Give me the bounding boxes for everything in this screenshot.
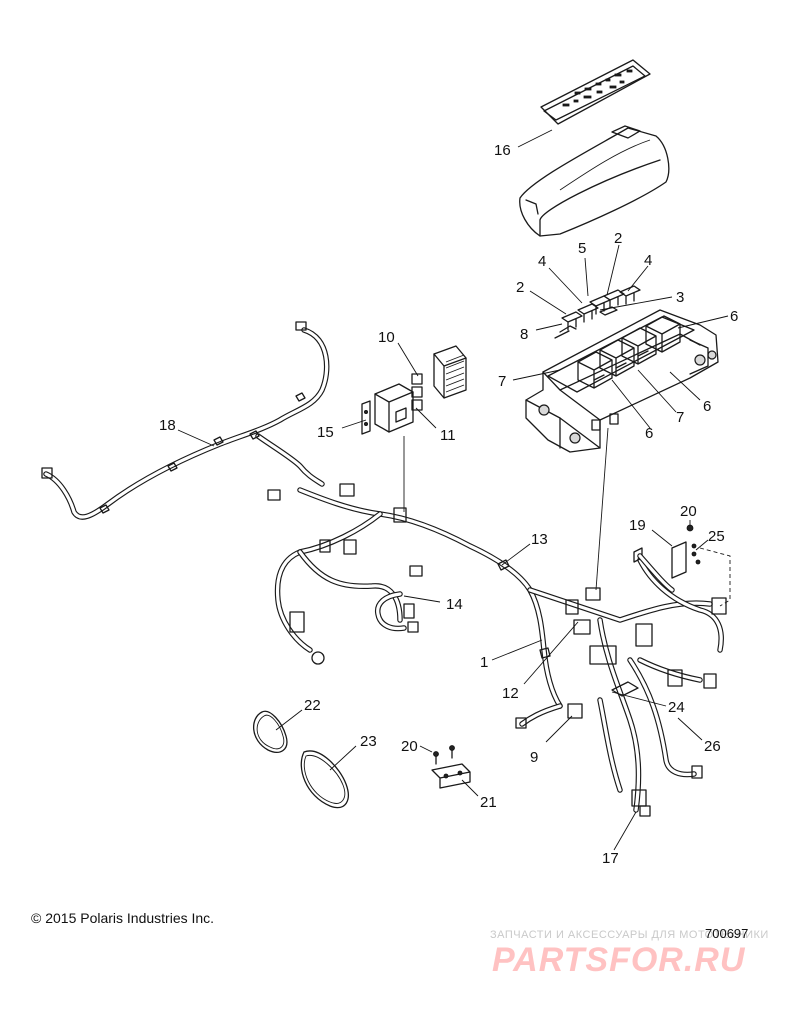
callout-7-right: 7 <box>676 409 684 426</box>
main-harness <box>267 483 727 813</box>
callout-5: 5 <box>578 240 586 257</box>
callout-20-bottom: 20 <box>401 738 418 755</box>
callout-2-left: 2 <box>516 279 524 296</box>
strap-22 <box>253 710 288 753</box>
harness-18 <box>41 321 330 520</box>
relay-blocks <box>577 315 681 389</box>
document-number: 700697 <box>705 926 749 941</box>
harness-14 <box>374 591 419 633</box>
callout-9: 9 <box>530 749 538 766</box>
callout-3: 3 <box>676 289 684 306</box>
fuse-box-base <box>525 309 719 453</box>
callout-17: 17 <box>602 850 619 867</box>
callout-labels: 16 5 2 4 4 2 3 8 6 7 6 7 6 10 15 11 18 1… <box>159 142 738 867</box>
copyright-notice: © 2015 Polaris Industries Inc. <box>31 910 215 926</box>
callout-10: 10 <box>378 329 395 346</box>
voltage-regulator <box>433 345 467 399</box>
callout-25: 25 <box>708 528 725 545</box>
callout-22: 22 <box>304 697 321 714</box>
callout-13: 13 <box>531 531 548 548</box>
callout-1: 1 <box>480 654 488 671</box>
callout-23: 23 <box>360 733 377 750</box>
callout-6-bottom: 6 <box>645 425 653 442</box>
callout-4-right: 4 <box>644 252 652 269</box>
watermark-tagline: ЗАПЧАСТИ И АКСЕССУАРЫ ДЛЯ МОТОТЕХНИКИ <box>490 929 769 941</box>
callout-18: 18 <box>159 417 176 434</box>
callout-20-top: 20 <box>680 503 697 520</box>
watermark-logo: PARTSFOR.RU <box>492 941 746 979</box>
callout-4-left: 4 <box>538 253 546 270</box>
leader-lines <box>177 129 729 851</box>
harness-17-end <box>639 805 651 817</box>
callout-2-top: 2 <box>614 230 622 247</box>
strap-23 <box>300 750 349 809</box>
callout-24: 24 <box>668 699 685 716</box>
ecu-module <box>374 383 414 433</box>
terminal-block <box>633 524 731 607</box>
callout-14: 14 <box>446 596 463 613</box>
callout-21: 21 <box>480 794 497 811</box>
callout-6-lower-right: 6 <box>703 398 711 415</box>
callout-12: 12 <box>502 685 519 702</box>
callout-26: 26 <box>704 738 721 755</box>
fuse-box-cover <box>519 125 670 237</box>
bracket-15 <box>361 400 371 435</box>
fuses <box>561 285 641 331</box>
callout-8: 8 <box>520 326 528 343</box>
callout-7-left: 7 <box>498 373 506 390</box>
callout-6-right: 6 <box>730 308 738 325</box>
bracket-21 <box>431 745 471 789</box>
callout-11: 11 <box>440 427 456 444</box>
callout-16: 16 <box>494 142 511 159</box>
fuse-box-cover-decal <box>540 59 651 125</box>
callout-19: 19 <box>629 517 646 534</box>
callout-15: 15 <box>317 424 334 441</box>
